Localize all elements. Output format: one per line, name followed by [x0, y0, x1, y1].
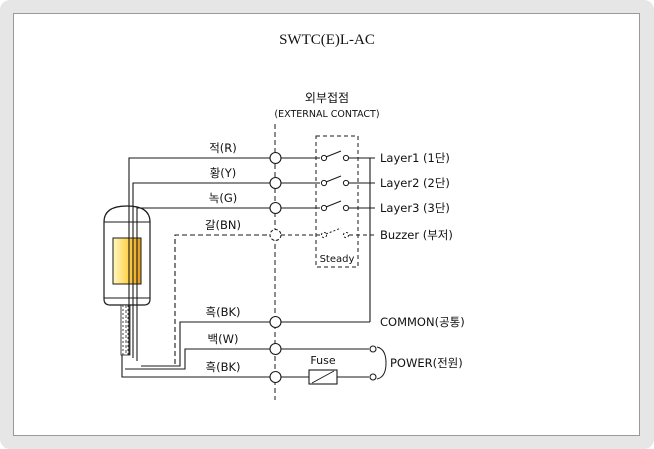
contact-switches	[320, 150, 350, 239]
output-labels: Layer1 (1단) Layer2 (2단) Layer3 (3단) Buzz…	[380, 151, 465, 370]
output-layer2: Layer2 (2단)	[380, 176, 450, 190]
switch-layer1	[320, 150, 350, 162]
terminal-circles	[269, 151, 282, 384]
switch-layer3	[320, 200, 350, 212]
switch-buzzer	[320, 227, 350, 239]
wire-green	[136, 207, 320, 361]
terminal-black	[269, 370, 282, 384]
switch-layer2	[320, 175, 350, 187]
output-power: POWER(전원)	[390, 356, 463, 370]
switch-box	[315, 135, 359, 268]
power-terminals	[369, 345, 377, 381]
tower-lamp	[103, 205, 151, 356]
label-yellow: 황(Y)	[210, 166, 237, 180]
label-black-power: 흑(BK)	[206, 360, 241, 374]
label-green: 녹(G)	[209, 191, 237, 205]
wire-white	[125, 348, 369, 370]
terminal-red	[269, 151, 282, 165]
output-layer1: Layer1 (1단)	[380, 151, 450, 165]
diagram-title: SWTC(E)L-AC	[279, 32, 375, 48]
lamp-light	[112, 237, 142, 285]
wire-yellow	[132, 182, 320, 358]
label-white: 백(W)	[208, 332, 239, 346]
external-contact-title: 외부접점	[305, 91, 349, 105]
terminal-brown	[269, 228, 282, 242]
terminal-yellow	[269, 176, 282, 190]
wire-brown	[174, 234, 320, 364]
output-leads	[349, 157, 375, 322]
steady-label: Steady	[320, 254, 355, 265]
output-buzzer: Buzzer (부저)	[380, 228, 453, 242]
wire-red	[128, 157, 320, 355]
terminal-white	[269, 342, 282, 356]
output-layer3: Layer3 (3단)	[380, 201, 450, 215]
external-contact-subtitle: (EXTERNAL CONTACT)	[274, 109, 379, 120]
wire-labels: 적(R) 황(Y) 녹(G) 갈(BN) 흑(BK) 백(W) 흑(BK)	[205, 141, 241, 374]
wire-black-common	[141, 321, 370, 367]
output-common: COMMON(공통)	[380, 315, 465, 329]
label-black-common: 흑(BK)	[206, 305, 241, 319]
label-brown: 갈(BN)	[205, 218, 241, 232]
wire-black-power	[121, 355, 369, 378]
power-bracket	[376, 346, 387, 380]
fuse-label: Fuse	[310, 354, 335, 367]
label-red: 적(R)	[209, 141, 237, 155]
terminal-common	[269, 315, 282, 329]
terminal-green	[269, 201, 282, 215]
